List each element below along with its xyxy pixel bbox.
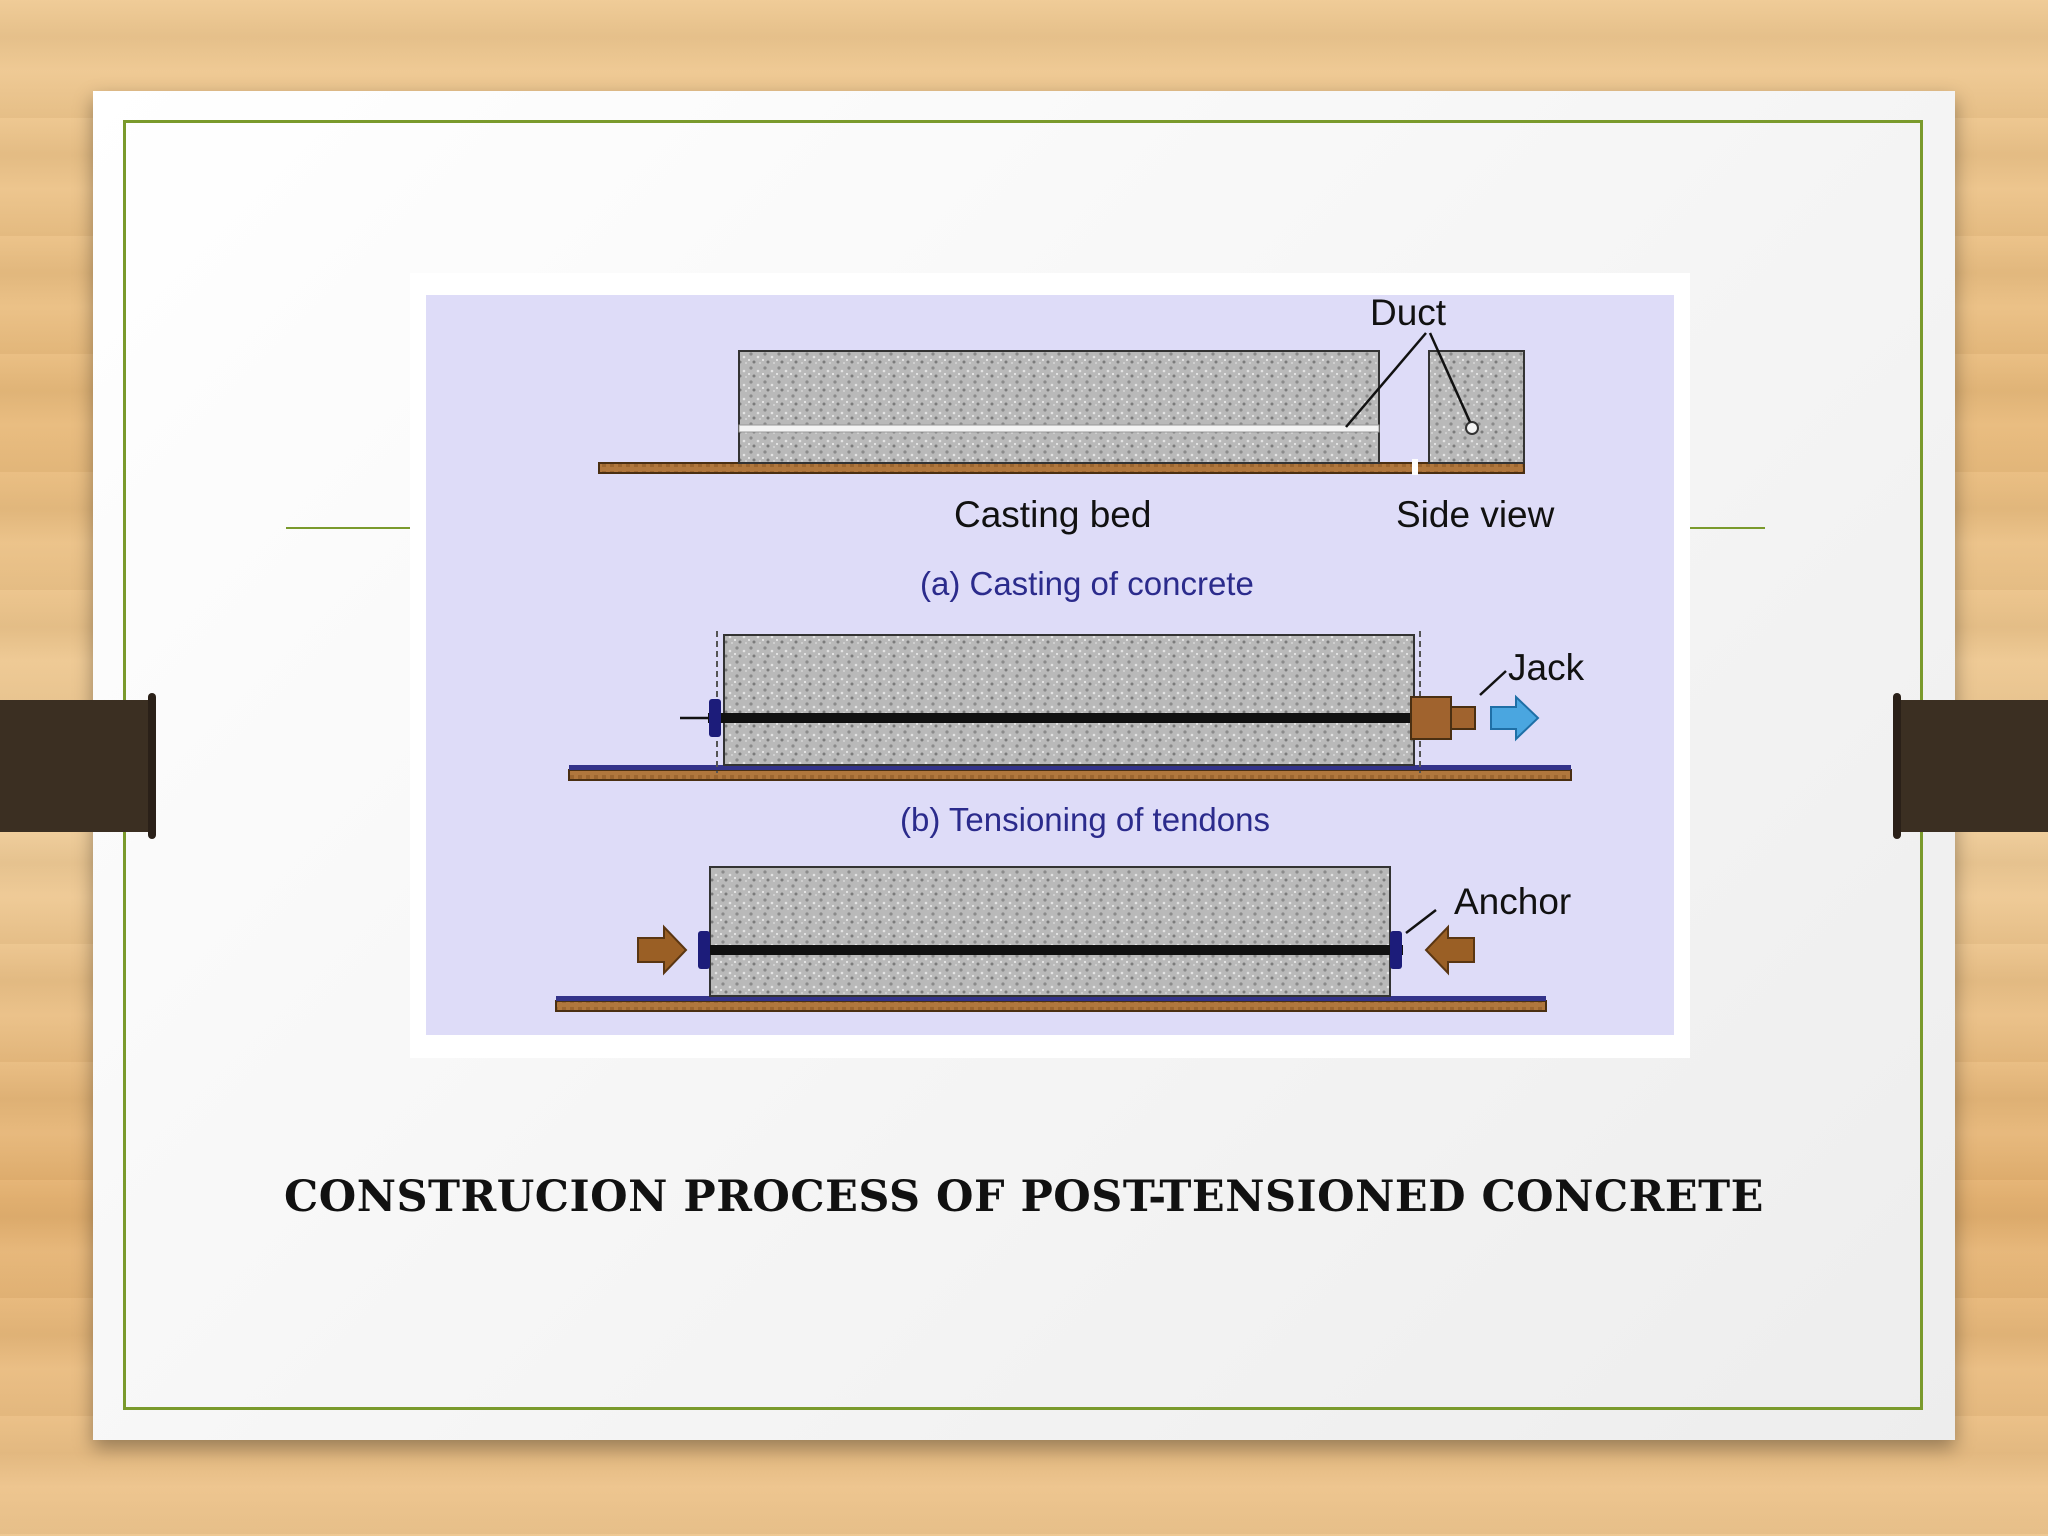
section-gap xyxy=(1412,459,1418,475)
bed-top-strip-b xyxy=(569,765,1571,770)
anchor-leader xyxy=(1405,909,1437,934)
side-tab-left-cap xyxy=(148,693,156,839)
concrete-beam-b xyxy=(723,634,1415,766)
casting-bed-label: Casting bed xyxy=(954,494,1151,535)
force-arrow-right xyxy=(1424,924,1475,976)
anchor-label: Anchor xyxy=(1454,881,1571,922)
concrete-beam-a xyxy=(738,350,1380,464)
jack-leader xyxy=(1479,670,1507,696)
stage-c-anchored: Anchor xyxy=(555,866,1571,1012)
bed-top-strip-c xyxy=(556,996,1546,1001)
force-arrow-left xyxy=(637,924,688,976)
jack-label: Jack xyxy=(1508,647,1585,688)
stage-b-caption: (b) Tensioning of tendons xyxy=(900,801,1270,838)
tendon-c xyxy=(698,945,1403,955)
stage-b-tensioning: Jack (b) Tensioning of tendons xyxy=(568,631,1585,838)
pull-arrow xyxy=(1490,694,1540,742)
jack-body xyxy=(1410,696,1452,740)
side-view-label: Side view xyxy=(1396,494,1555,535)
anchor-right xyxy=(1390,931,1402,969)
tendon-b xyxy=(708,713,1432,723)
duct-leader-1 xyxy=(1345,332,1427,428)
slide-caption: CONSTRUCION PROCESS OF POST-TENSIONED CO… xyxy=(284,1172,1764,1222)
duct-channel xyxy=(738,424,1380,433)
concrete-beam-c xyxy=(709,866,1391,997)
post-tensioning-diagram: Duct Casting bed Side view (a) Casting o… xyxy=(426,295,1674,1035)
side-tab-right-cap xyxy=(1893,693,1901,839)
stage-a-caption: (a) Casting of concrete xyxy=(920,565,1254,602)
duct-leader-2 xyxy=(1428,332,1472,423)
casting-bed-a xyxy=(598,462,1525,474)
duct-label: Duct xyxy=(1370,295,1447,333)
stage-a-casting: Duct Casting bed Side view (a) Casting o… xyxy=(598,295,1555,602)
jack-ram xyxy=(1450,706,1476,730)
side-tab-right xyxy=(1893,700,2048,832)
accent-line-right xyxy=(1690,527,1765,529)
casting-bed-c xyxy=(555,1000,1547,1012)
side-view-section xyxy=(1428,350,1525,464)
duct-hole xyxy=(1465,421,1479,435)
anchor-left xyxy=(698,931,710,969)
accent-line-left xyxy=(286,527,411,529)
diagram-figure: Duct Casting bed Side view (a) Casting o… xyxy=(410,273,1690,1058)
side-tab-left xyxy=(0,700,155,832)
dead-end-anchor-b xyxy=(709,699,721,737)
